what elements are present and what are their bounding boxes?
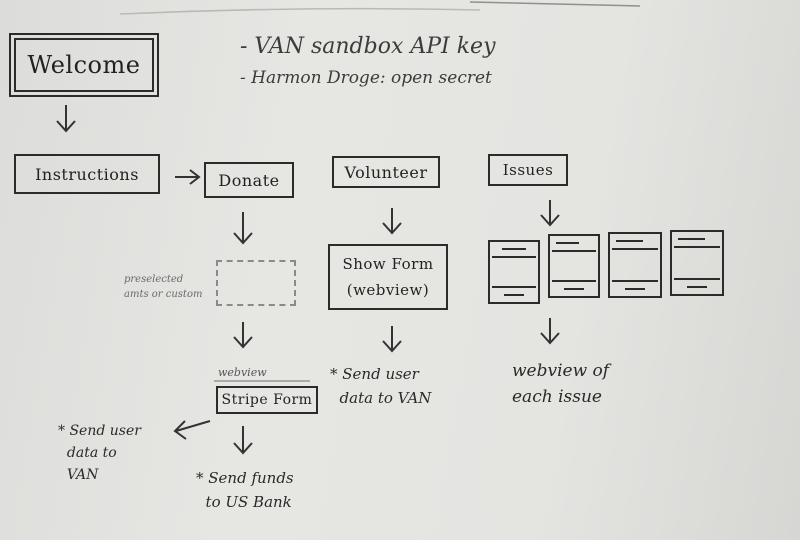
volunteer-send-note: * Send user data to VAN — [330, 365, 432, 407]
show-form-label: Show Form (webview) — [342, 255, 434, 299]
donate-label: Donate — [218, 170, 280, 190]
issue-screen-2 — [548, 234, 600, 298]
webview-tag: webview — [218, 366, 267, 379]
donate-send-user-note: * Send user data to VAN — [58, 423, 141, 483]
volunteer-box: Volunteer — [332, 156, 440, 188]
webview-underline — [214, 380, 310, 382]
send-funds-note: * Send funds to US Bank — [196, 469, 294, 511]
issues-webview-note: webview of each issue — [512, 361, 610, 407]
arrow-welcome-instructions — [56, 105, 76, 133]
show-form-box: Show Form (webview) — [328, 244, 448, 310]
stray-mark — [119, 7, 481, 15]
welcome-box: Welcome — [9, 33, 159, 97]
arrow-stripe-left — [173, 420, 211, 440]
preselected-label: preselected amts or custom — [124, 274, 203, 300]
preselected-amounts-placeholder — [216, 260, 296, 306]
welcome-label: Welcome — [27, 51, 141, 79]
note-api-key: - VAN sandbox API key — [240, 34, 496, 59]
issue-screen-4 — [670, 230, 724, 296]
note-secret: - Harmon Droge: open secret — [240, 68, 492, 88]
arrow-screens-down — [540, 318, 560, 345]
arrow-donate-down — [233, 212, 253, 245]
donate-box: Donate — [204, 162, 294, 198]
stripe-form-label: Stripe Form — [221, 392, 313, 408]
arrow-stripe-down — [233, 426, 253, 455]
issues-box: Issues — [488, 154, 568, 186]
issues-label: Issues — [502, 161, 554, 179]
volunteer-label: Volunteer — [344, 162, 428, 182]
issue-screen-1 — [488, 240, 540, 304]
arrow-form-down — [382, 326, 402, 353]
instructions-label: Instructions — [35, 164, 139, 184]
stripe-form-box: Stripe Form — [216, 386, 318, 414]
issue-screen-3 — [608, 232, 662, 298]
instructions-box: Instructions — [14, 154, 160, 194]
stray-mark — [469, 1, 641, 7]
arrow-preselected-down — [233, 322, 253, 349]
arrow-volunteer-down — [382, 208, 402, 235]
arrow-instructions-donate — [175, 169, 201, 185]
arrow-issues-down — [540, 200, 560, 227]
